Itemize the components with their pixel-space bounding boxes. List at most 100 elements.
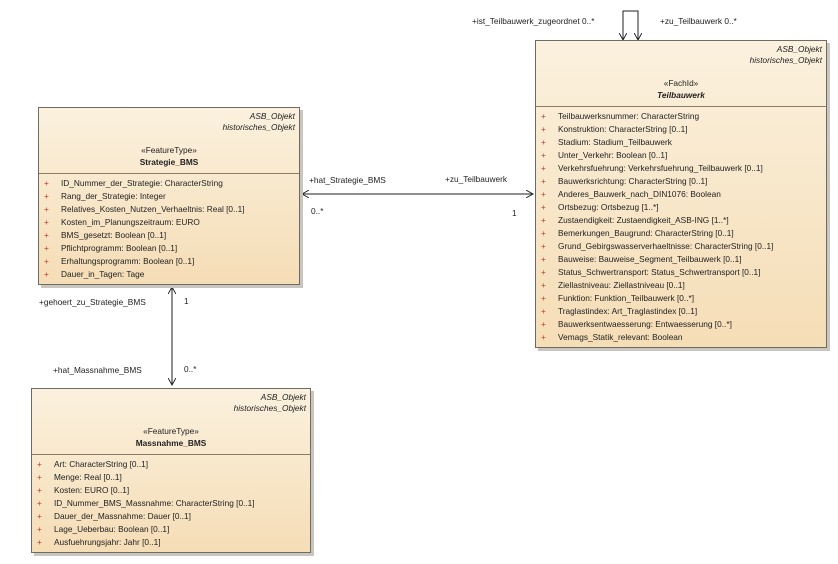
parent-classes: ASB_Objekt historisches_Objekt [750, 44, 822, 66]
public-visibility-icon: + [44, 178, 49, 188]
parent-class: historisches_Objekt [749, 55, 822, 65]
public-visibility-icon: + [37, 498, 42, 508]
parent-classes: ASB_Objekt historisches_Objekt [234, 392, 306, 414]
attribute[interactable]: +Unter_Verkehr: Boolean [0..1] [541, 150, 668, 160]
multiplicity-massnahme-bottom: 0..* [184, 364, 197, 374]
attribute[interactable]: +Menge: Real [0..1] [37, 472, 122, 482]
attribute[interactable]: +Stadium: Stadium_Teilbauwerk [541, 137, 672, 147]
attribute[interactable]: +Relatives_Kosten_Nutzen_Verhaeltnis: Re… [44, 204, 245, 214]
class-name: Teilbauwerk [657, 90, 705, 100]
attribute[interactable]: +Vemags_Statik_relevant: Boolean [541, 332, 683, 342]
public-visibility-icon: + [541, 241, 546, 251]
attribute[interactable]: +Bemerkungen_Baugrund: CharacterString [… [541, 228, 734, 238]
role-hat-massnahme-bms: +hat_Massnahme_BMS [53, 365, 142, 375]
public-visibility-icon: + [541, 150, 546, 160]
public-visibility-icon: + [37, 511, 42, 521]
class-teilbauwerk[interactable]: ASB_Objekt historisches_Objekt «FachId» … [535, 40, 827, 348]
parent-class: historisches_Objekt [222, 122, 295, 132]
attribute[interactable]: +Zustaendigkeit: Zustaendigkeit_ASB-ING … [541, 215, 729, 225]
attribute[interactable]: +Lage_Ueberbau: Boolean [0..1] [37, 524, 170, 534]
public-visibility-icon: + [541, 215, 546, 225]
public-visibility-icon: + [541, 306, 546, 316]
attribute[interactable]: +Ziellastniveau: Ziellastniveau [0..1] [541, 280, 685, 290]
public-visibility-icon: + [541, 189, 546, 199]
attribute[interactable]: +Bauweise: Bauweise_Segment_Teilbauwerk … [541, 254, 742, 264]
attribute[interactable]: +Funktion: Funktion_Teilbauwerk [0..*] [541, 293, 695, 303]
multiplicity-strategie-side: 0..* [311, 206, 324, 216]
attribute[interactable]: +Traglastindex: Art_Traglastindex [0..1] [541, 306, 698, 316]
multiplicity-teilbauwerk-side: 1 [512, 208, 517, 218]
public-visibility-icon: + [44, 204, 49, 214]
stereotype: «FachId» [663, 78, 699, 88]
attribute[interactable]: +Kosten: EURO [0..1] [37, 485, 130, 495]
role-zu-teilbauwerk-self: +zu_Teilbauwerk 0..* [660, 16, 737, 26]
public-visibility-icon: + [541, 111, 546, 121]
public-visibility-icon: + [541, 267, 546, 277]
public-visibility-icon: + [37, 524, 42, 534]
public-visibility-icon: + [37, 472, 42, 482]
attribute[interactable]: +Teilbauwerksnummer: CharacterString [541, 111, 700, 121]
stereotype: «FeatureType» [141, 145, 197, 155]
attribute[interactable]: +Status_Schwertransport: Status_Schwertr… [541, 267, 761, 277]
multiplicity-strategie-top: 1 [184, 296, 189, 306]
attribute[interactable]: +Verkehrsfuehrung: Verkehrsfuehrung_Teil… [541, 163, 763, 173]
public-visibility-icon: + [541, 137, 546, 147]
role-hat-strategie-bms: +hat_Strategie_BMS [309, 175, 386, 185]
attribute[interactable]: +ID_Nummer_BMS_Massnahme: CharacterStrin… [37, 498, 255, 508]
class-header: ASB_Objekt historisches_Objekt «FeatureT… [39, 108, 299, 174]
attribute[interactable]: +Art: CharacterString [0..1] [37, 459, 149, 469]
class-name: Massnahme_BMS [135, 438, 207, 448]
attribute-list: +Teilbauwerksnummer: CharacterString +Ko… [536, 107, 826, 344]
public-visibility-icon: + [541, 293, 546, 303]
public-visibility-icon: + [44, 269, 49, 279]
parent-classes: ASB_Objekt historisches_Objekt [223, 111, 295, 133]
attribute[interactable]: +Bauwerksrichtung: CharacterString [0..1… [541, 176, 708, 186]
public-visibility-icon: + [541, 124, 546, 134]
public-visibility-icon: + [44, 256, 49, 266]
public-visibility-icon: + [541, 228, 546, 238]
assoc-line-teilbauwerk-self [623, 10, 638, 40]
parent-class: historisches_Objekt [233, 403, 306, 413]
attribute[interactable]: +Erhaltungsprogramm: Boolean [0..1] [44, 256, 195, 266]
attribute[interactable]: +Ausfuehrungsjahr: Jahr [0..1] [37, 537, 161, 547]
attribute[interactable]: +BMS_gesetzt: Boolean [0..1] [44, 230, 167, 240]
parent-class: ASB_Objekt [249, 111, 295, 121]
role-zu-teilbauwerk: +zu_Teilbauwerk [445, 174, 508, 184]
public-visibility-icon: + [541, 319, 546, 329]
public-visibility-icon: + [37, 537, 42, 547]
public-visibility-icon: + [541, 332, 546, 342]
class-header: ASB_Objekt historisches_Objekt «FeatureT… [32, 389, 310, 455]
public-visibility-icon: + [44, 230, 49, 240]
attribute[interactable]: +Dauer_der_Massnahme: Dauer [0..1] [37, 511, 191, 521]
class-header: ASB_Objekt historisches_Objekt «FachId» … [536, 41, 826, 107]
role-gehoert-zu-strategie-bms: +gehoert_zu_Strategie_BMS [39, 297, 146, 307]
attribute-list: +ID_Nummer_der_Strategie: CharacterStrin… [39, 174, 299, 281]
public-visibility-icon: + [541, 280, 546, 290]
public-visibility-icon: + [541, 254, 546, 264]
class-strategie-bms[interactable]: ASB_Objekt historisches_Objekt «FeatureT… [38, 107, 300, 285]
public-visibility-icon: + [44, 217, 49, 227]
stereotype: «FeatureType» [143, 426, 199, 436]
role-ist-teilbauwerk-zugeordnet: +ist_Teilbauwerk_zugeordnet 0..* [472, 16, 595, 26]
attribute[interactable]: +Grund_Gebirgswasserverhaeltnisse: Chara… [541, 241, 774, 251]
attribute[interactable]: +Konstruktion: CharacterString [0..1] [541, 124, 688, 134]
public-visibility-icon: + [44, 191, 49, 201]
attribute[interactable]: +Anderes_Bauwerk_nach_DIN1076: Boolean [541, 189, 721, 199]
attribute[interactable]: +Bauwerksentwaesserung: Entwaesserung [0… [541, 319, 732, 329]
parent-class: ASB_Objekt [776, 44, 822, 54]
attribute[interactable]: +Ortsbezug: Ortsbezug [1..*] [541, 202, 659, 212]
attribute[interactable]: +Pflichtprogramm: Boolean [0..1] [44, 243, 178, 253]
attribute[interactable]: +Dauer_in_Tagen: Tage [44, 269, 145, 279]
class-name: Strategie_BMS [139, 157, 199, 167]
public-visibility-icon: + [541, 176, 546, 186]
attribute-list: +Art: CharacterString [0..1] +Menge: Rea… [32, 455, 310, 549]
attribute[interactable]: +Rang_der_Strategie: Integer [44, 191, 166, 201]
public-visibility-icon: + [44, 243, 49, 253]
public-visibility-icon: + [541, 202, 546, 212]
attribute[interactable]: +Kosten_im_Planungszeitraum: EURO [44, 217, 200, 227]
class-massnahme-bms[interactable]: ASB_Objekt historisches_Objekt «FeatureT… [31, 388, 311, 553]
public-visibility-icon: + [541, 163, 546, 173]
parent-class: ASB_Objekt [260, 392, 306, 402]
attribute[interactable]: +ID_Nummer_der_Strategie: CharacterStrin… [44, 178, 223, 188]
